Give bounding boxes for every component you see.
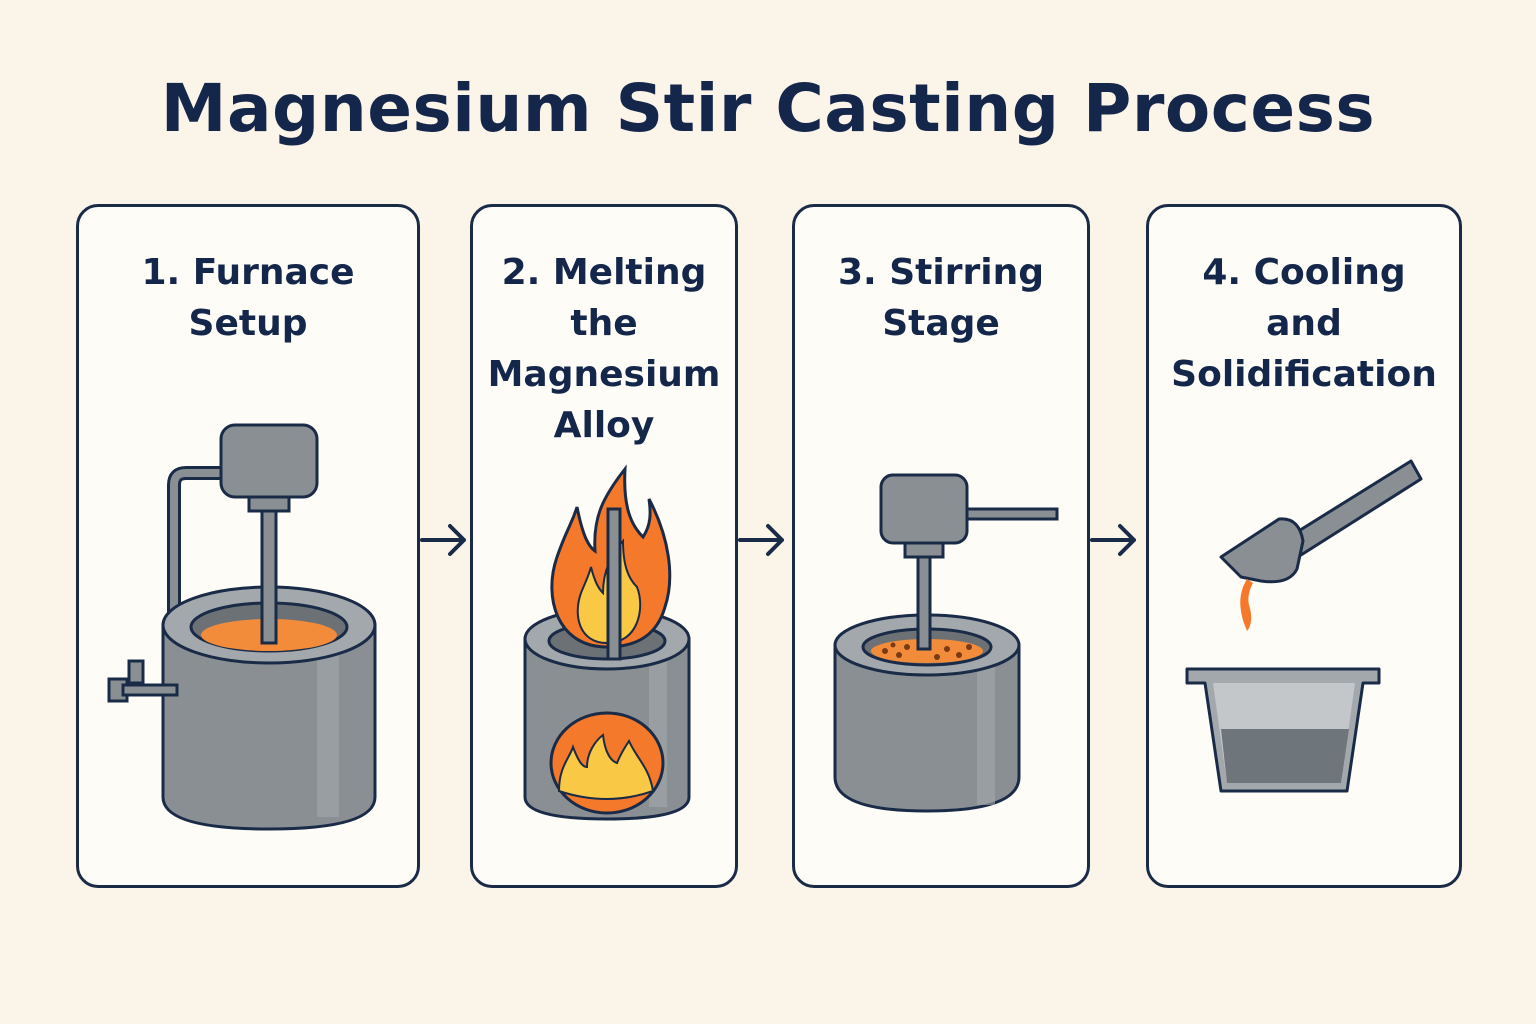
step-panel-4: 4. Cooling and Solidification (1146, 204, 1462, 888)
arrow-right-icon (420, 524, 466, 556)
step-label-4: 4. Cooling and Solidification (1171, 252, 1437, 395)
step-panel-3: 3. Stirring Stage (792, 204, 1090, 888)
page-title: Magnesium Stir Casting Process (160, 70, 1376, 147)
stirring-crucible-icon (833, 473, 1059, 813)
step-panel-1: 1. Furnace Setup (76, 204, 420, 888)
step-label-2: 2. Melting the Magnesium Alloy (487, 252, 721, 446)
arrow-right-icon (1090, 524, 1136, 556)
step-label-3: 3. Stirring Stage (838, 252, 1044, 344)
flaming-crucible-icon (523, 464, 691, 821)
arrow-right-icon (738, 524, 784, 556)
step-label-1: 1. Furnace Setup (141, 252, 355, 344)
furnace-with-stirrer-icon (107, 423, 377, 831)
step-panel-2: 2. Melting the Magnesium Alloy (470, 204, 738, 888)
pouring-into-mold-icon (1185, 459, 1423, 793)
